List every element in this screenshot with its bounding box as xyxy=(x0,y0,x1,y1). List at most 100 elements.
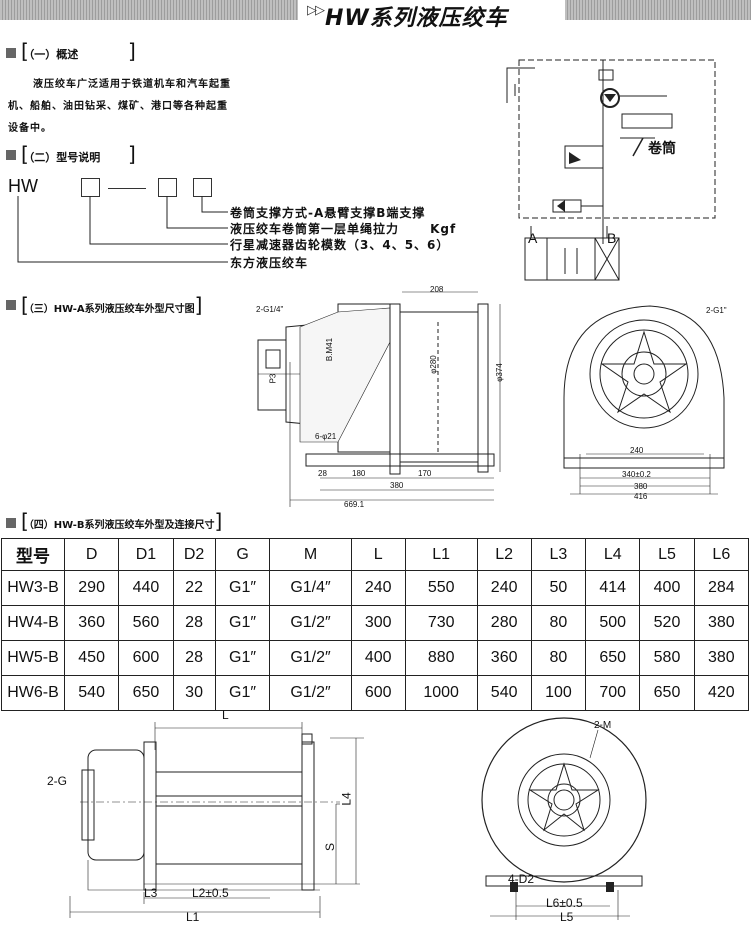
table-cell: 550 xyxy=(404,570,478,606)
hw-b-dim-l1: L1 xyxy=(186,910,200,924)
table-cell: 440 xyxy=(118,570,174,606)
table-cell: 240 xyxy=(476,570,532,606)
table-cell: 80 xyxy=(530,640,587,676)
hw-a-p3-label: P3 xyxy=(268,373,278,384)
table-cell: 80 xyxy=(530,605,587,641)
table-cell: 380 xyxy=(693,605,750,641)
table-cell: 400 xyxy=(350,640,406,676)
section3-heading: [（三）HW-A系列液压绞车外型尺寸图] xyxy=(21,293,203,317)
table-cell: 22 xyxy=(172,570,216,606)
section1-title: （一）概述 xyxy=(28,48,79,61)
page-title: HW系列液压绞车 xyxy=(325,6,508,31)
table-cell: HW6-B xyxy=(1,675,65,711)
table-cell: 450 xyxy=(63,640,120,676)
table-cell: 28 xyxy=(172,605,216,641)
spec-header-cell: L xyxy=(350,538,406,571)
hw-b-dim-l4: L4 xyxy=(339,792,354,806)
table-cell: 700 xyxy=(585,675,641,711)
legend-line-3: 行星减速器齿轮模数（3、4、5、6） xyxy=(230,238,450,252)
hw-a-dim-240: 240 xyxy=(630,446,644,455)
hw-b-d2-label: 4-D2 xyxy=(508,872,535,886)
section4-heading: [（四）HW-B系列液压绞车外型及连接尺寸] xyxy=(21,509,223,533)
hw-a-dim-28: 28 xyxy=(318,469,327,478)
table-cell: HW4-B xyxy=(1,605,65,641)
table-cell: 540 xyxy=(63,675,120,711)
hw-b-m-label: 2-M xyxy=(594,720,612,731)
table-cell: 30 xyxy=(172,675,216,711)
table-cell: G1″ xyxy=(214,675,271,711)
table-cell: 400 xyxy=(639,570,695,606)
section4-bullet-icon xyxy=(6,518,16,528)
table-cell: 360 xyxy=(476,640,532,676)
hw-a-dim-380: 380 xyxy=(390,481,404,490)
model-prefix: HW xyxy=(8,176,38,196)
table-cell: G1/4″ xyxy=(269,570,352,606)
section2-heading: [（二）型号说明 xyxy=(21,142,101,166)
section3-title: （三）HW-A系列液压绞车外型尺寸图 xyxy=(28,304,195,315)
section1-line-3: 设备中。 xyxy=(8,123,52,134)
header-bar-right xyxy=(565,0,751,20)
table-row: HW5-B 450 600 28 G1″ G1/2″ 400 880 360 8… xyxy=(1,640,750,676)
table-cell: G1/2″ xyxy=(269,640,352,676)
table-cell: G1″ xyxy=(214,640,271,676)
table-cell: 880 xyxy=(404,640,478,676)
header-bar-left xyxy=(0,0,298,20)
table-cell: 1000 xyxy=(404,675,478,711)
hw-a-port-label: 2-G1/4" xyxy=(256,305,284,314)
hw-b-dim-s: S xyxy=(323,842,338,852)
table-cell: 290 xyxy=(63,570,120,606)
section1-bracket-close: ] xyxy=(128,39,136,63)
table-cell: 28 xyxy=(172,640,216,676)
table-cell: 650 xyxy=(585,640,641,676)
hw-a-side-port-label: 2-G1" xyxy=(706,306,727,315)
spec-header-cell: M xyxy=(269,538,352,571)
table-cell: HW3-B xyxy=(1,570,65,606)
table-cell: 580 xyxy=(639,640,695,676)
spec-header-cell: L3 xyxy=(530,538,587,571)
spec-header-cell: L6 xyxy=(693,538,750,571)
spec-header-cell: L2 xyxy=(476,538,532,571)
table-cell: 650 xyxy=(639,675,695,711)
section1-bullet-icon xyxy=(6,48,16,58)
hw-b-end-view xyxy=(481,717,647,920)
port-a-label: A xyxy=(528,230,538,246)
section2-title: （二）型号说明 xyxy=(28,151,101,164)
table-cell: 650 xyxy=(118,675,174,711)
section1-line-2: 机、船舶、油田钻采、煤矿、港口等各种起重 xyxy=(8,101,228,112)
table-cell: G1″ xyxy=(214,570,271,606)
table-cell: 730 xyxy=(404,605,478,641)
section4-title: （四）HW-B系列液压绞车外型及连接尺寸 xyxy=(28,520,215,531)
spec-header-cell: G xyxy=(214,538,271,571)
hw-b-dim-l2: L2±0.5 xyxy=(192,886,229,900)
hw-b-dim-l5: L5 xyxy=(560,910,574,924)
table-cell: G1/2″ xyxy=(269,675,352,711)
spec-header-cell: D1 xyxy=(118,538,174,571)
hw-a-hole-label: 6-φ21 xyxy=(315,432,337,441)
table-cell: 284 xyxy=(693,570,750,606)
hydraulic-schematic xyxy=(506,59,716,281)
table-row: HW4-B 360 560 28 G1″ G1/2″ 300 730 280 8… xyxy=(1,605,750,641)
table-cell: G1/2″ xyxy=(269,605,352,641)
table-cell: 600 xyxy=(118,640,174,676)
hw-b-side-view xyxy=(69,722,364,918)
hw-a-dim-374: φ374 xyxy=(494,363,504,382)
hw-b-dim-l6: L6±0.5 xyxy=(546,896,583,910)
section2-bracket-close: ] xyxy=(128,142,136,166)
table-cell: 100 xyxy=(530,675,587,711)
hw-b-dim-l: L xyxy=(222,708,229,722)
legend-line-2: 液压绞车卷筒第一层单绳拉力 Kgf xyxy=(230,222,457,236)
hw-a-dim-380b: 380 xyxy=(634,482,648,491)
hw-a-dim-170: 170 xyxy=(418,469,432,478)
port-b-label: B xyxy=(607,230,617,246)
hw-a-dim-280: φ280 xyxy=(428,355,438,374)
hw-a-dim-180: 180 xyxy=(352,469,366,478)
spec-header-cell: L1 xyxy=(404,538,478,571)
section1-line-1: 液压绞车广泛适用于铁道机车和汽车起重 xyxy=(33,79,231,90)
legend-line-4: 东方液压绞车 xyxy=(230,256,309,270)
spec-header-cell: L4 xyxy=(585,538,641,571)
section3-bullet-icon xyxy=(6,300,16,310)
hw-a-dim-208: 208 xyxy=(430,285,444,294)
model-dash xyxy=(108,188,146,189)
legend-line-1: 卷筒支撑方式-A悬臂支撑B端支撑 xyxy=(230,206,426,220)
section1-heading: [（一）概述 xyxy=(21,39,79,63)
